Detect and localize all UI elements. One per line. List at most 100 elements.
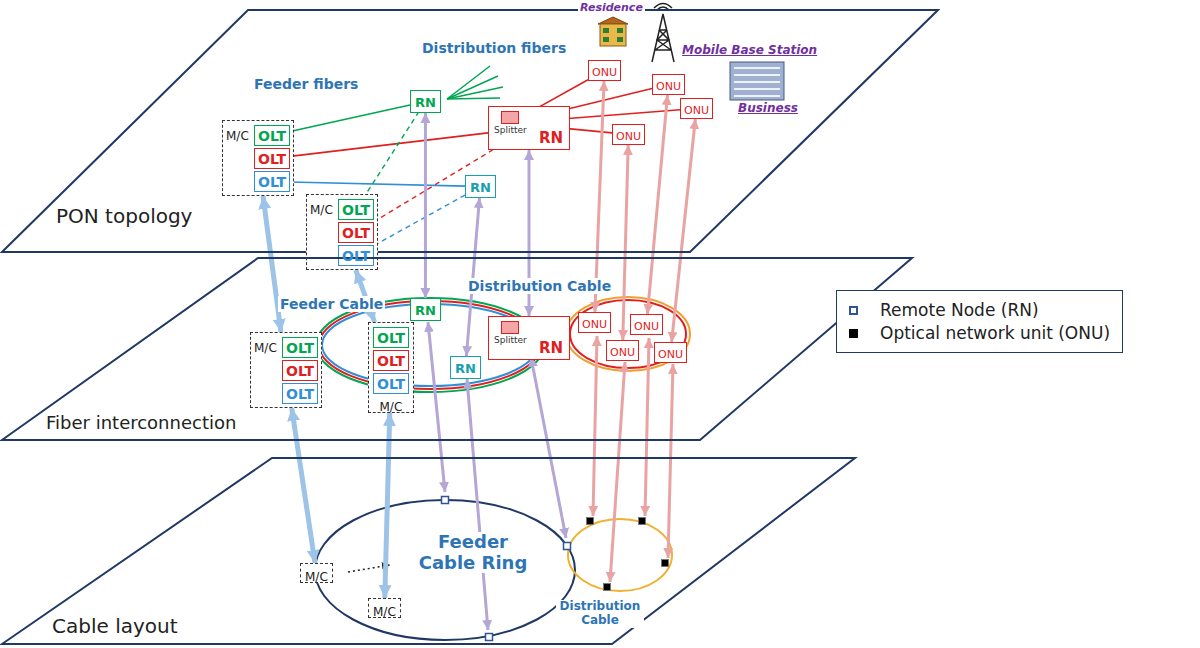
onu-label: ONU [656,80,681,94]
mc-node: M/C OLT OLT OLT [368,322,414,413]
rn-label: RN [415,95,436,110]
olt-label: OLT [377,331,405,346]
rnsplit-node: RN Splitter [488,316,570,360]
olt-label: OLT [286,387,314,402]
olt-label: OLT [377,377,405,392]
connector [290,133,488,156]
connector [374,195,465,245]
plane-shape [2,258,912,440]
olt-node: OLT [338,245,374,266]
distribution-fibers [447,66,503,99]
onu-label: ONU [592,66,617,80]
connector [290,105,410,132]
split-label: Splitter [494,335,527,345]
olt-node: OLT [338,222,374,243]
legend-row: Optical network unit (ONU) [849,323,1110,343]
connector [672,119,696,342]
olt-node: OLT [338,199,374,220]
onu-node: ONU [578,312,611,333]
connector [466,198,479,356]
callout-label: Distribution Cable [466,278,613,294]
onu-label: ONU [684,104,709,118]
plane-label: PON topology [56,204,192,228]
mc-label: M/C [226,129,249,143]
olt-label: OLT [286,364,314,379]
olt-node: OLT [282,360,318,381]
onu-node: ONU [630,314,663,335]
split-node: Splitter [494,111,527,135]
rn-node: RN [450,356,481,379]
rn-node: RN [410,298,441,321]
callout-label: Business [736,102,800,116]
onu-node: ONU [680,98,713,119]
plane-label: Fiber interconnection [46,412,236,433]
legend-text: Remote Node (RN) [880,300,1039,320]
onu-node: ONU [612,124,645,145]
plane-shape [2,458,855,644]
onu-label: ONU [634,320,659,334]
distribution-ring [568,519,672,591]
onu-label: ONU [582,318,607,332]
residence-icon [598,17,628,46]
splitter-symbol [501,111,519,124]
mc-node: M/C OLT OLT OLT [222,120,294,196]
rn-label: RN [415,303,436,318]
legend-box: Remote Node (RN) Optical network unit (ON… [836,290,1123,353]
rnsplit-label: RN [539,340,563,357]
connector [292,408,315,563]
olt-label: OLT [342,249,370,264]
olt-node: OLT [373,350,409,371]
callout-label: Feeder Cable [278,296,385,312]
mc-node: M/C [368,598,401,618]
splitter-symbol [501,321,519,334]
olt-node: OLT [254,171,290,192]
olt-label: OLT [342,226,370,241]
onu-markers [587,518,669,591]
plane-node: Fiber interconnection M/C OLT OLT OLT M/C OLT O… [0,256,915,442]
rn-label: RN [455,361,476,376]
connector [424,113,427,298]
plane-shape [2,10,938,252]
olt-node: OLT [282,383,318,404]
rn-node: RN [410,90,441,113]
olt-node: OLT [254,125,290,146]
rnsplit-label: RN [539,130,563,147]
mc-label: M/C [373,605,396,619]
plane-label: Cable layout [52,614,178,638]
rnsplit-node: RN Splitter [488,106,570,150]
legend-text: Optical network unit (ONU) [880,323,1110,343]
olt-label: OLT [342,203,370,218]
onu-label: ONU [616,130,641,144]
legend-swatch [849,329,858,338]
olt-node: OLT [254,148,290,169]
connector [373,150,492,222]
olt-label: OLT [286,341,314,356]
olt-node: OLT [373,373,409,394]
rn-label: RN [470,180,491,195]
tower-icon [652,4,674,63]
connector [647,95,667,314]
business-icon [730,62,784,100]
callout-label: Distribution fibers [420,40,568,56]
callout-label: Distribution Cable [556,600,644,628]
split-node: Splitter [494,321,527,345]
olt-label: OLT [258,152,286,167]
onu-node: ONU [588,60,621,81]
olt-label: OLT [377,354,405,369]
onu-label: ONU [610,346,635,360]
onu-label: ONU [658,348,683,362]
connector [623,145,628,340]
callout-label: Residence [578,2,645,15]
onu-node: ONU [652,74,685,95]
mc-label: M/C [380,400,403,414]
mc-label: M/C [254,341,277,355]
callout-label: Feeder Cable Ring [412,532,534,573]
callout-label: Feeder fibers [252,76,360,92]
onu-node: ONU [606,340,639,361]
mc-node: M/C [300,563,333,583]
mc-node: M/C OLT OLT OLT [250,332,322,408]
olt-label: OLT [258,175,286,190]
mc-label: M/C [310,203,333,217]
mc-label: M/C [305,570,328,584]
olt-label: OLT [258,129,286,144]
